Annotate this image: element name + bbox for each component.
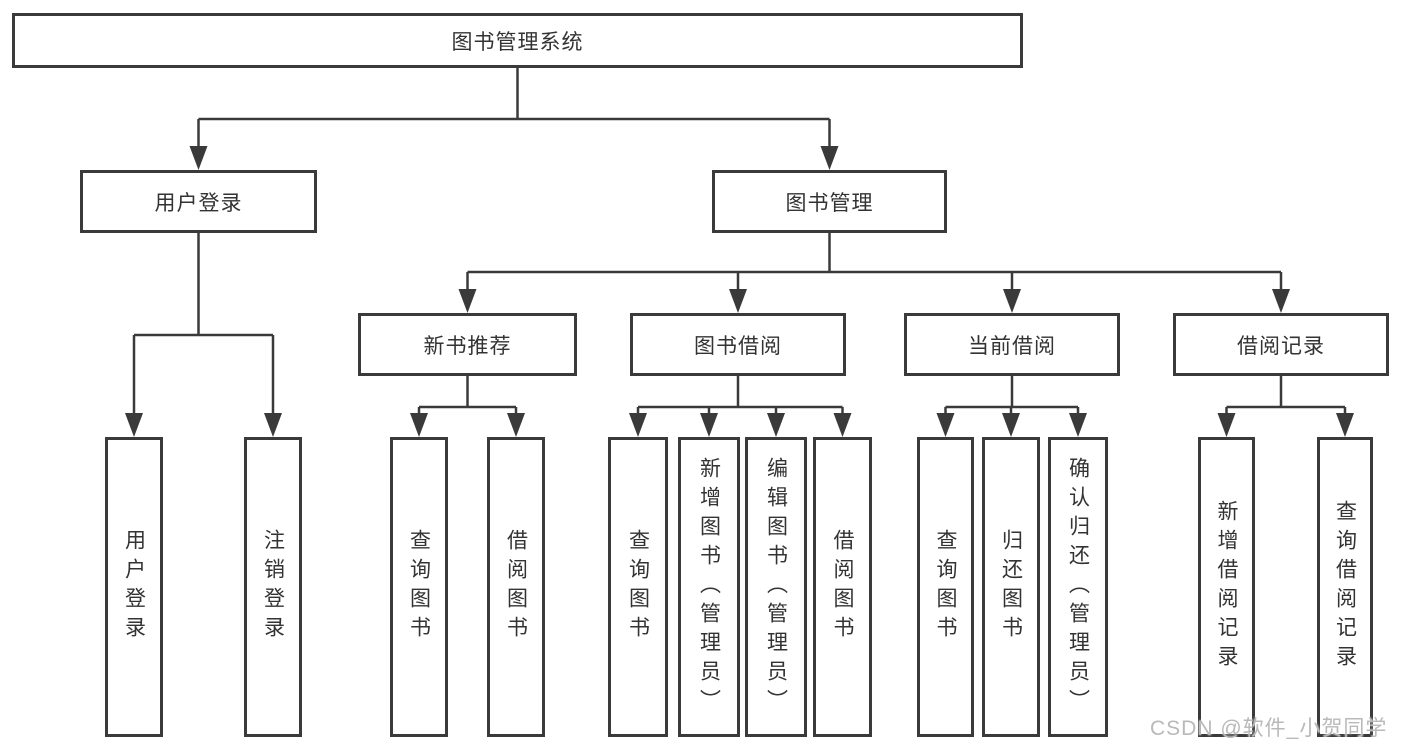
node-new-book-recommend: 新书推荐: [358, 313, 577, 376]
leaf-confirm-return-admin: 确认归还（管理员）: [1048, 437, 1108, 737]
node-library-system: 图书管理系统: [12, 13, 1023, 68]
node-book-borrow-label: 图书借阅: [694, 334, 782, 358]
leaf-add-borrow-record: 新增借阅记录: [1198, 437, 1255, 737]
leaf-borrow-books-recommend: 借阅图书: [487, 437, 545, 737]
leaf-user-login-label: 用户登录: [122, 529, 146, 645]
leaf-borrow-books: 借阅图书: [813, 437, 872, 737]
connector-root-to-level2: [189, 68, 839, 170]
leaf-confirm-return-admin-label: 确认归还（管理员）: [1066, 456, 1090, 718]
leaf-add-borrow-record-label: 新增借阅记录: [1215, 500, 1239, 674]
node-book-management-label: 图书管理: [785, 191, 874, 215]
node-book-borrow: 图书借阅: [630, 313, 846, 376]
node-library-system-label: 图书管理系统: [451, 30, 584, 54]
leaf-query-books-current: 查询图书: [917, 437, 974, 737]
leaf-add-books-admin-label: 新增图书（管理员）: [697, 456, 721, 718]
leaf-query-borrow-record: 查询借阅记录: [1317, 437, 1373, 737]
node-borrow-records-label: 借阅记录: [1237, 334, 1325, 358]
connector-borrow-records-children: [1217, 376, 1354, 437]
csdn-watermark: CSDN @软件_小贺同学: [1150, 717, 1388, 740]
leaf-edit-books-admin-label: 编辑图书（管理员）: [764, 456, 788, 718]
node-user-login: 用户登录: [80, 170, 317, 233]
leaf-return-books: 归还图书: [982, 437, 1040, 737]
leaf-query-books-recommend: 查询图书: [390, 437, 448, 737]
connector-current-borrow-children: [936, 376, 1087, 437]
node-book-management: 图书管理: [712, 170, 947, 233]
leaf-borrow-books-label: 借阅图书: [831, 529, 855, 645]
leaf-logout: 注销登录: [244, 437, 302, 737]
leaf-borrow-books-recommend-label: 借阅图书: [504, 529, 528, 645]
leaf-query-borrow-record-label: 查询借阅记录: [1333, 500, 1357, 674]
leaf-add-books-admin: 新增图书（管理员）: [678, 437, 740, 737]
node-current-borrow-label: 当前借阅: [968, 334, 1056, 358]
leaf-return-books-label: 归还图书: [999, 529, 1023, 645]
node-user-login-label: 用户登录: [154, 191, 243, 215]
leaf-query-books-recommend-label: 查询图书: [407, 529, 431, 645]
leaf-edit-books-admin: 编辑图书（管理员）: [745, 437, 807, 737]
connector-book-mgmt-children: [458, 233, 1290, 313]
connector-new-book-children: [410, 376, 525, 437]
node-new-book-recommend-label: 新书推荐: [423, 334, 512, 358]
connector-book-borrow-children: [629, 376, 852, 437]
leaf-logout-label: 注销登录: [261, 529, 285, 645]
leaf-query-books-borrow: 查询图书: [608, 437, 668, 737]
node-borrow-records: 借阅记录: [1173, 313, 1389, 376]
leaf-user-login: 用户登录: [105, 437, 163, 737]
node-current-borrow: 当前借阅: [904, 313, 1120, 376]
leaf-query-books-current-label: 查询图书: [934, 529, 958, 645]
leaf-query-books-borrow-label: 查询图书: [626, 529, 650, 645]
connector-user-login-children: [125, 233, 282, 437]
